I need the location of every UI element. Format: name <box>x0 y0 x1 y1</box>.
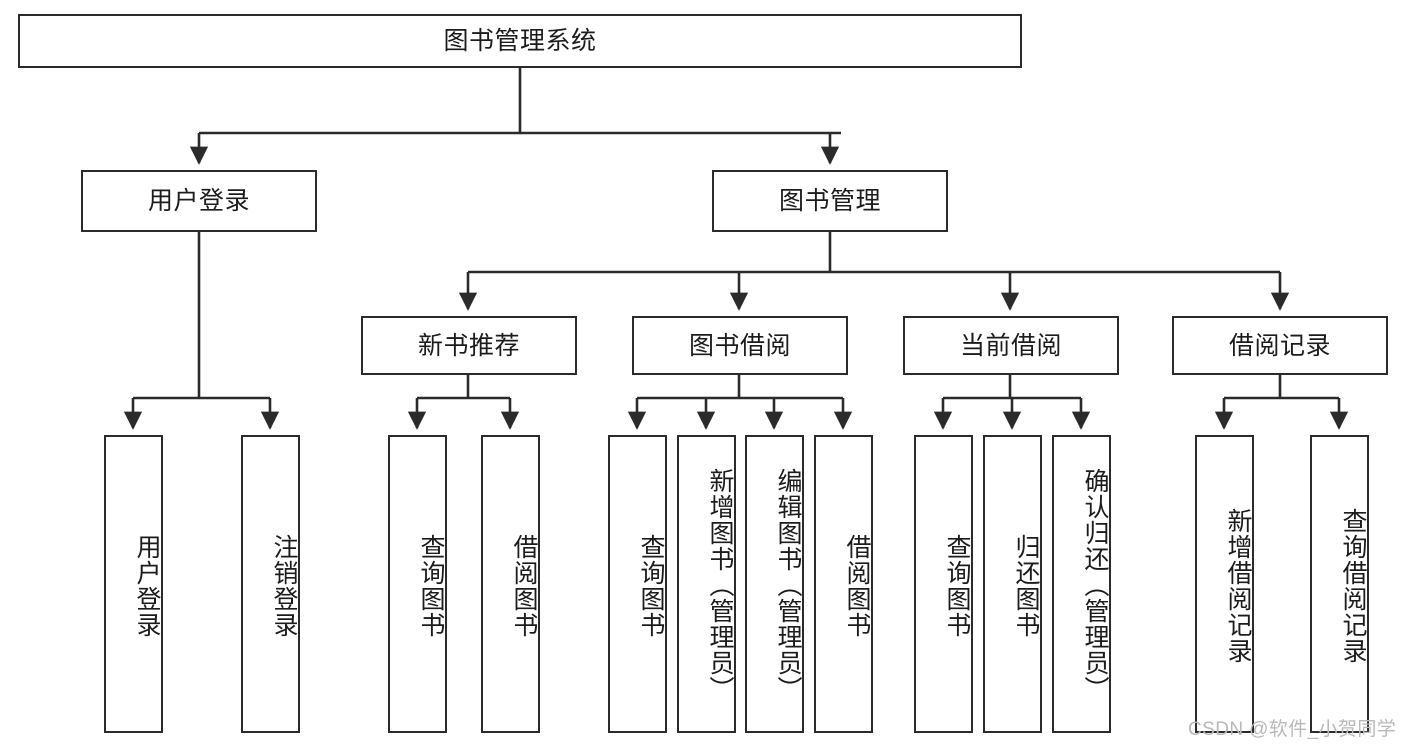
node-label: 查询图书 <box>417 534 445 638</box>
leaf-borrow-edit-book-admin[interactable]: 编辑图书（管理员） <box>745 435 804 733</box>
node-borrow-record[interactable]: 借阅记录 <box>1172 316 1388 375</box>
node-label: 查询借阅记录 <box>1339 508 1367 664</box>
leaf-current-query-book[interactable]: 查询图书 <box>914 435 973 733</box>
node-label: 确认归还（管理员） <box>1081 468 1109 702</box>
node-new-book-recommend[interactable]: 新书推荐 <box>361 316 577 375</box>
node-label: 注销登录 <box>270 534 298 638</box>
node-label: 新书推荐 <box>417 331 520 360</box>
node-book-borrow[interactable]: 图书借阅 <box>632 316 848 375</box>
leaf-record-add-record[interactable]: 新增借阅记录 <box>1195 435 1254 733</box>
node-label: 归还图书 <box>1012 534 1040 638</box>
node-label: 新增图书（管理员） <box>706 468 734 702</box>
leaf-current-return-book[interactable]: 归还图书 <box>983 435 1042 733</box>
node-label: 编辑图书（管理员） <box>774 468 802 702</box>
leaf-borrow-query-book[interactable]: 查询图书 <box>608 435 667 733</box>
leaf-borrow-borrow-book[interactable]: 借阅图书 <box>814 435 873 733</box>
node-label: 借阅记录 <box>1228 331 1331 360</box>
node-label: 当前借阅 <box>959 331 1062 360</box>
node-label: 借阅图书 <box>843 534 871 638</box>
leaf-borrow-add-book-admin[interactable]: 新增图书（管理员） <box>677 435 736 733</box>
node-label: 用户登录 <box>133 534 161 638</box>
node-book-management[interactable]: 图书管理 <box>712 170 948 232</box>
leaf-new-book-borrow[interactable]: 借阅图书 <box>481 435 540 733</box>
leaf-new-book-query[interactable]: 查询图书 <box>388 435 447 733</box>
node-label: 新增借阅记录 <box>1224 508 1252 664</box>
node-label: 查询图书 <box>943 534 971 638</box>
node-label: 图书管理系统 <box>443 27 597 55</box>
node-label: 借阅图书 <box>510 534 538 638</box>
node-root-book-management-system[interactable]: 图书管理系统 <box>18 14 1022 68</box>
node-current-borrow[interactable]: 当前借阅 <box>903 316 1119 375</box>
node-label: 图书管理 <box>778 187 881 215</box>
leaf-record-query-record[interactable]: 查询借阅记录 <box>1310 435 1369 733</box>
node-label: 用户登录 <box>147 187 250 215</box>
node-label: 查询图书 <box>637 534 665 638</box>
leaf-current-confirm-return-admin[interactable]: 确认归还（管理员） <box>1052 435 1111 733</box>
node-label: 图书借阅 <box>688 331 791 360</box>
node-user-login[interactable]: 用户登录 <box>81 170 317 232</box>
leaf-user-login-login[interactable]: 用户登录 <box>104 435 163 733</box>
leaf-user-login-logout[interactable]: 注销登录 <box>241 435 300 733</box>
